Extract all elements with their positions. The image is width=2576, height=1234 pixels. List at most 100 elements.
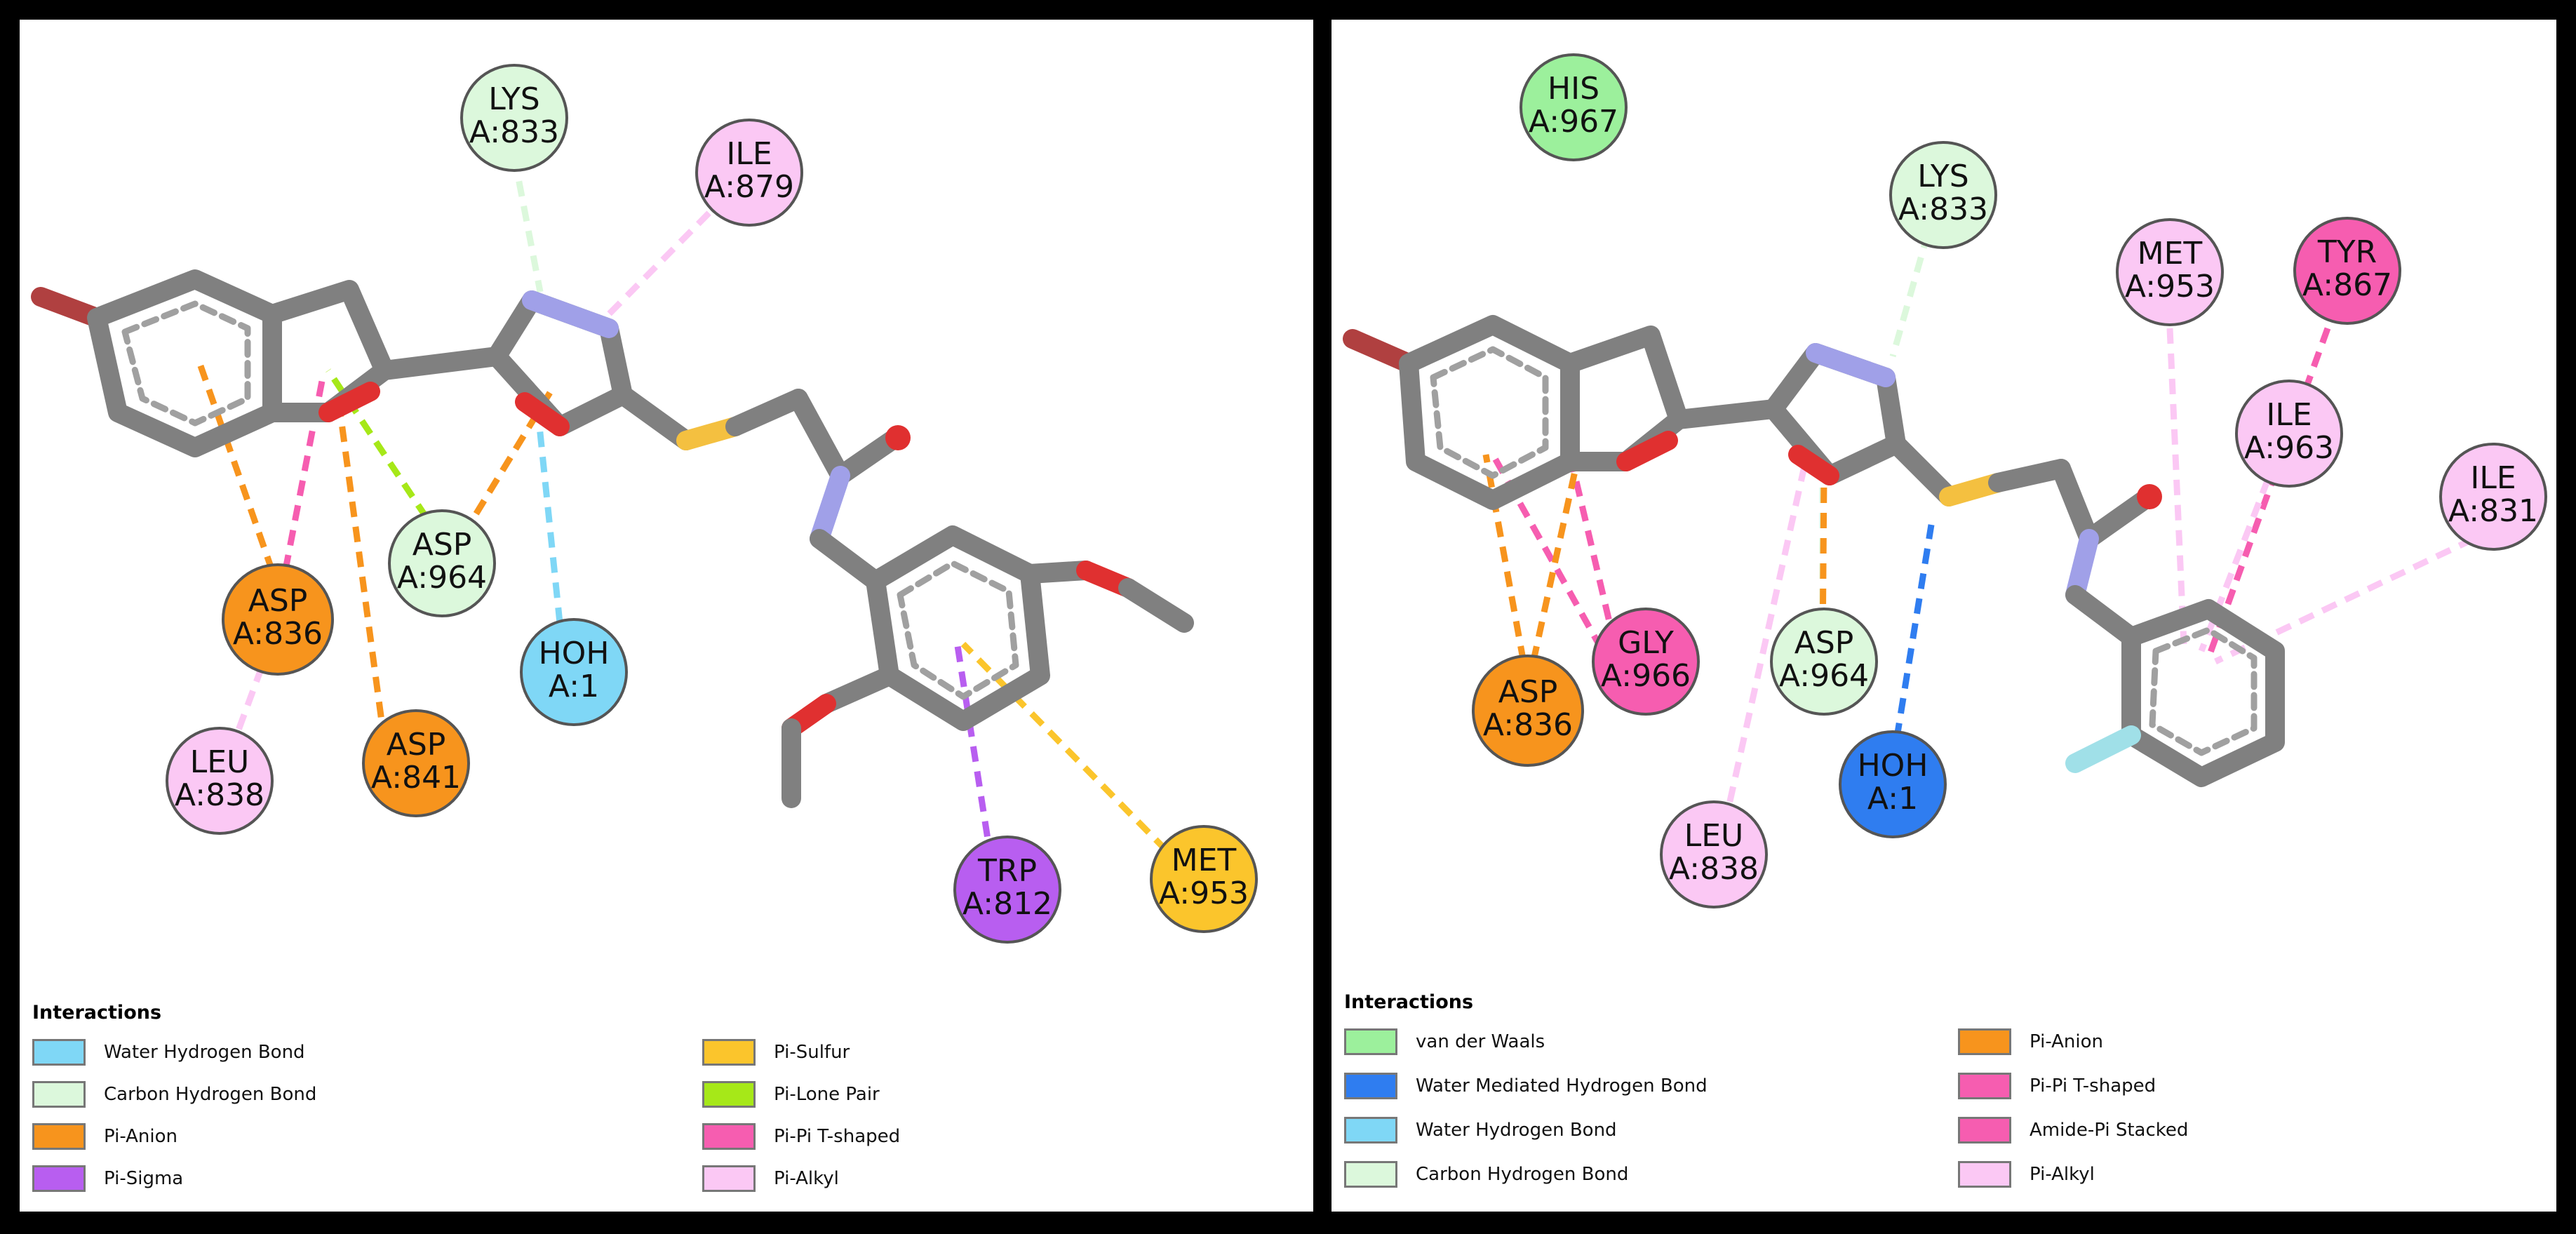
legend-swatch xyxy=(32,1081,86,1108)
residue-ile-879: ILE A:879 xyxy=(695,119,803,227)
legend-swatch xyxy=(32,1039,86,1066)
interaction-line xyxy=(2205,327,2331,659)
svg-text:A:953: A:953 xyxy=(1159,876,1249,911)
svg-text:A:836: A:836 xyxy=(1483,707,1573,743)
svg-text:ILE: ILE xyxy=(2470,460,2516,496)
interaction-line xyxy=(1482,454,1531,687)
svg-text:ASP: ASP xyxy=(1498,674,1558,710)
legend-swatch xyxy=(1344,1028,1397,1055)
legend-swatch xyxy=(1344,1161,1397,1188)
legend-item: Pi-Pi T-shaped xyxy=(1958,1071,2156,1101)
residue-nodes-left: LYS A:833 ILE A:879 ASP A:964 ASP A:836 … xyxy=(166,64,1258,944)
svg-text:ASP: ASP xyxy=(387,727,446,763)
svg-text:A:966: A:966 xyxy=(1601,658,1691,694)
svg-text:ASP: ASP xyxy=(412,527,472,563)
interaction-line xyxy=(1721,447,1812,827)
svg-text:A:953: A:953 xyxy=(2125,269,2215,304)
legend-swatch xyxy=(702,1123,756,1150)
interaction-line xyxy=(2166,328,2187,645)
svg-text:MET: MET xyxy=(2138,236,2203,271)
residue-asp-836: ASP A:836 xyxy=(1472,655,1584,767)
svg-text:LEU: LEU xyxy=(190,744,250,780)
legend-item: Water Mediated Hydrogen Bond xyxy=(1344,1071,1708,1101)
legend-item: Pi-Pi T-shaped xyxy=(702,1122,900,1151)
svg-text:A:879: A:879 xyxy=(704,169,794,205)
interaction-line xyxy=(511,156,544,293)
svg-text:A:833: A:833 xyxy=(469,114,559,150)
svg-text:LEU: LEU xyxy=(1684,818,1744,854)
residue-hoh-1: HOH A:1 xyxy=(520,618,628,726)
residue-asp-836: ASP A:836 xyxy=(222,563,334,676)
svg-text:A:964: A:964 xyxy=(1779,658,1869,694)
legend-item: Water Hydrogen Bond xyxy=(32,1038,305,1067)
svg-text:A:1: A:1 xyxy=(1867,781,1918,817)
interaction-line xyxy=(535,419,563,624)
svg-text:A:963: A:963 xyxy=(2244,430,2334,466)
interaction-line xyxy=(960,641,1187,871)
legend-swatch xyxy=(32,1123,86,1150)
interaction-line xyxy=(195,358,284,596)
svg-text:A:838: A:838 xyxy=(1669,851,1759,887)
residue-gly-966: GLY A:966 xyxy=(1592,608,1700,716)
svg-text:A:1: A:1 xyxy=(549,669,599,704)
legend-item: Carbon Hydrogen Bond xyxy=(32,1080,316,1109)
ligand-diagram-right: HIS A:967 LYS A:833 MET A:953 TYR A:867 … xyxy=(1343,53,2547,908)
legend-swatch xyxy=(1958,1073,2011,1099)
legend-title: Interactions xyxy=(1344,991,1474,1013)
svg-text:A:831: A:831 xyxy=(2448,493,2538,529)
svg-text:A:833: A:833 xyxy=(1898,192,1988,227)
legend-left: Interactions Water Hydrogen Bond Carbon … xyxy=(32,1002,1295,1206)
legend-title: Interactions xyxy=(32,1002,162,1024)
svg-text:ILE: ILE xyxy=(726,136,772,172)
residue-asp-964: ASP A:964 xyxy=(1770,608,1878,716)
interaction-line xyxy=(326,368,443,541)
residue-lys-833: LYS A:833 xyxy=(460,64,568,172)
ligand-diagram-left: LYS A:833 ILE A:879 ASP A:964 ASP A:836 … xyxy=(31,64,1258,944)
residue-ile-963: ILE A:963 xyxy=(2235,380,2343,488)
legend-swatch xyxy=(1344,1117,1397,1144)
legend-item: Pi-Alkyl xyxy=(702,1164,839,1193)
svg-text:HIS: HIS xyxy=(1548,71,1599,107)
legend-item: Amide-Pi Stacked xyxy=(1958,1115,2188,1145)
legend-swatch xyxy=(1958,1117,2011,1144)
svg-text:LYS: LYS xyxy=(488,81,539,117)
svg-text:HOH: HOH xyxy=(539,636,610,671)
svg-text:GLY: GLY xyxy=(1618,625,1674,661)
residue-ile-831: ILE A:831 xyxy=(2439,443,2547,551)
legend-swatch xyxy=(1958,1028,2011,1055)
legend-swatch xyxy=(702,1081,756,1108)
ligand-molecule-left xyxy=(31,269,1194,808)
svg-text:ILE: ILE xyxy=(2266,397,2312,433)
svg-text:MET: MET xyxy=(1172,843,1237,878)
interaction-diagram-left: LYS A:833 ILE A:879 ASP A:964 ASP A:836 … xyxy=(20,20,1313,1212)
residue-nodes-right: HIS A:967 LYS A:833 MET A:953 TYR A:867 … xyxy=(1472,53,2547,908)
svg-text:A:812: A:812 xyxy=(962,886,1052,922)
interaction-lines-right xyxy=(1482,183,2497,827)
legend-right: Interactions van der Waals Water Mediate… xyxy=(1344,991,2537,1209)
svg-text:TYR: TYR xyxy=(2317,234,2377,270)
svg-text:A:967: A:967 xyxy=(1529,104,1618,140)
residue-asp-841: ASP A:841 xyxy=(362,709,470,817)
legend-swatch xyxy=(32,1165,86,1192)
legend-swatch xyxy=(702,1039,756,1066)
svg-text:A:838: A:838 xyxy=(175,777,264,813)
legend-item: van der Waals xyxy=(1344,1027,1545,1057)
legend-item: Carbon Hydrogen Bond xyxy=(1344,1160,1628,1189)
svg-text:A:964: A:964 xyxy=(397,560,487,596)
residue-leu-838: LEU A:838 xyxy=(166,727,274,835)
svg-text:LYS: LYS xyxy=(1917,159,1968,194)
interaction-line xyxy=(1889,524,1935,764)
interaction-line xyxy=(953,636,995,862)
legend-item: Pi-Sigma xyxy=(32,1164,183,1193)
svg-text:A:836: A:836 xyxy=(233,616,323,652)
residue-tyr-867: TYR A:867 xyxy=(2293,217,2401,325)
legend-item: Pi-Sulfur xyxy=(702,1038,850,1067)
ligand-molecule-right xyxy=(1343,315,2285,787)
interaction-lines-left xyxy=(195,156,1187,871)
residue-leu-838: LEU A:838 xyxy=(1660,800,1768,908)
legend-item: Water Hydrogen Bond xyxy=(1344,1115,1617,1145)
residue-lys-833: LYS A:833 xyxy=(1889,141,1997,249)
residue-met-953: MET A:953 xyxy=(2116,218,2224,326)
svg-text:HOH: HOH xyxy=(1858,748,1928,784)
legend-item: Pi-Alkyl xyxy=(1958,1160,2095,1189)
